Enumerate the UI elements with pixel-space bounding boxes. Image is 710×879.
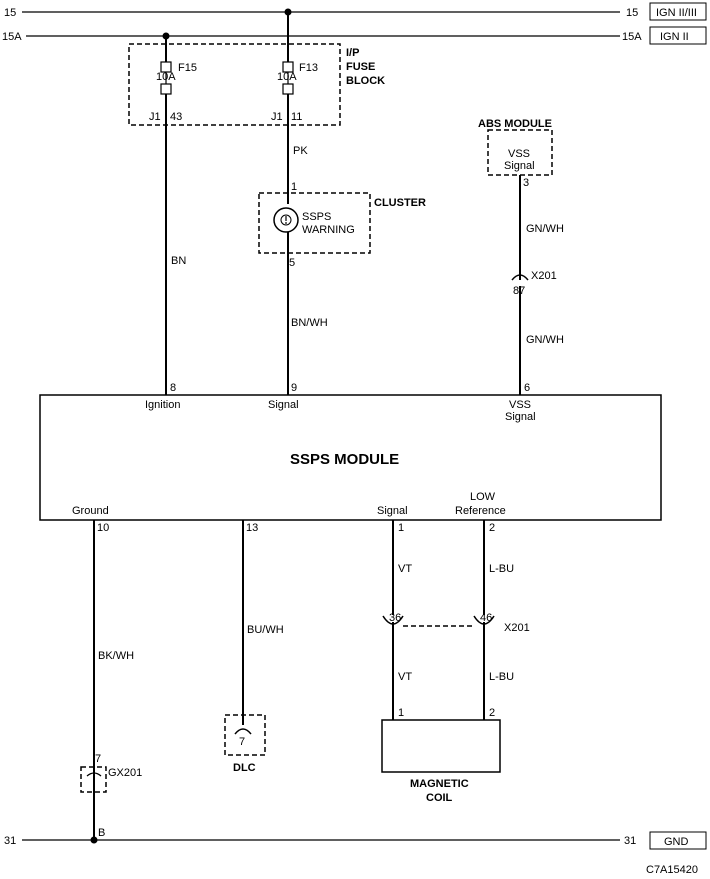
x201-lower-name: X201 [504, 622, 530, 634]
connector-x201-lower: 36 46 X201 [382, 612, 530, 634]
rail-15-left-label: 15 [4, 7, 16, 19]
wire-l-bu-upper-label: L-BU [489, 563, 514, 575]
fuse-block-title-2: FUSE [346, 61, 375, 73]
fuse-f13-rating: 10A [277, 71, 297, 83]
figure-code: C7A15420 [646, 864, 698, 876]
rail-15a-box-label: IGN II [660, 31, 689, 43]
fuse-f13-name: F13 [299, 62, 318, 74]
module-pin-9-label: Signal [268, 399, 299, 411]
wire-vt-lower-label: VT [398, 671, 412, 683]
wire-bk-wh-label: BK/WH [98, 650, 134, 662]
ssps-module-title: SSPS MODULE [290, 451, 399, 468]
abs-module-title: ABS MODULE [478, 118, 552, 130]
rail-31-left-label: 31 [4, 835, 16, 847]
gx201-pin: 7 [95, 753, 101, 765]
wire-bk-wh: BK/WH [93, 520, 134, 840]
rail-31-ground: 31 31 GND [4, 831, 707, 850]
rail-15-box-label: IGN II/III [656, 7, 697, 19]
module-pin-2-label-2: Reference [455, 505, 506, 517]
module-pin-2: 2 [489, 522, 495, 534]
cluster: CLUSTER 1 5 SSPS WARNING [258, 181, 426, 269]
wire-vt-upper-label: VT [398, 563, 412, 575]
module-pin-1-label: Signal [377, 505, 408, 517]
module-pin-6: 6 [524, 382, 530, 394]
wire-bn-label: BN [171, 255, 186, 267]
rail-15a: 15A 15A IGN II [2, 26, 707, 45]
fuse-f15-name: F15 [178, 62, 197, 74]
wire-pk-label: PK [293, 145, 308, 157]
rail-31-box-label: GND [664, 836, 689, 848]
coil-pin-2: 2 [489, 707, 495, 719]
wire-l-bu: L-BU L-BU [483, 520, 514, 720]
module-pin-6-label-2: Signal [505, 411, 536, 423]
module-pin-9: 9 [291, 382, 297, 394]
wire-bn-wh-label: BN/WH [291, 317, 328, 329]
abs-inner-label-2: Signal [504, 160, 535, 172]
x201-lower-pin-a: 36 [389, 612, 401, 624]
module-pin-10: 10 [97, 522, 109, 534]
module-pin-1: 1 [398, 522, 404, 534]
wire-pk: PK [287, 94, 308, 204]
module-pin-2-label-1: LOW [470, 491, 496, 503]
module-pin-8-label: Ignition [145, 399, 180, 411]
x201-upper-name: X201 [531, 270, 557, 282]
cluster-title: CLUSTER [374, 197, 426, 209]
x201-upper-pin: 87 [513, 285, 525, 297]
wire-gn-wh-upper-label: GN/WH [526, 223, 564, 235]
wire-l-bu-lower-label: L-BU [489, 671, 514, 683]
gx201-splice: 7 GX201 B [80, 753, 142, 839]
module-pin-10-label: Ground [72, 505, 109, 517]
cluster-lamp-label-1: SSPS [302, 211, 331, 223]
wire-gn-wh: GN/WH GN/WH [519, 175, 564, 395]
fuse-f15-connector: J1 [149, 111, 161, 123]
wire-bn: BN [165, 94, 186, 395]
fuse-f13: F13 10A J1 11 [271, 12, 318, 123]
fuse-f13-pin: 11 [291, 111, 302, 123]
fuse-block-title-1: I/P [346, 47, 359, 59]
wire-gn-wh-lower-label: GN/WH [526, 334, 564, 346]
wire-vt: VT VT [392, 520, 412, 720]
abs-pin: 3 [523, 177, 529, 189]
coil-pin-1: 1 [398, 707, 404, 719]
dlc-pin: 7 [239, 736, 245, 748]
fuse-f13-connector: J1 [271, 111, 283, 123]
fuse-f15-rating: 10A [156, 71, 176, 83]
abs-module: ABS MODULE VSS Signal 3 [478, 118, 553, 189]
cluster-lamp-label-2: WARNING [302, 224, 355, 236]
ip-fuse-block: I/P FUSE BLOCK [128, 43, 385, 126]
magnetic-coil: 1 2 MAGNETIC COIL [381, 707, 501, 804]
connector-x201-upper: X201 87 [511, 270, 557, 297]
wire-bn-wh: BN/WH [287, 232, 328, 395]
coil-title-1: MAGNETIC [410, 778, 469, 790]
rail-15-right-label: 15 [626, 7, 638, 19]
coil-title-2: COIL [426, 792, 453, 804]
dlc-title: DLC [233, 762, 256, 774]
rail-15a-left-label: 15A [2, 31, 22, 43]
x201-lower-pin-b: 46 [480, 612, 492, 624]
abs-inner-label-1: VSS [508, 148, 530, 160]
module-pin-6-label-1: VSS [509, 399, 531, 411]
module-pin-8: 8 [170, 382, 176, 394]
cluster-pin-in: 1 [291, 181, 297, 193]
module-pin-13: 13 [246, 522, 258, 534]
fuse-f15-pin: 43 [170, 111, 182, 123]
gx201-ground-pin: B [98, 827, 105, 839]
rail-31-right-label: 31 [624, 835, 636, 847]
rail-15a-right-label: 15A [622, 31, 642, 43]
fuse-f15: F15 10A J1 43 [149, 36, 197, 123]
wire-bu-wh-label: BU/WH [247, 624, 284, 636]
ssps-module: SSPS MODULE 8 Ignition 9 Signal 6 VSS Si… [39, 382, 662, 534]
dlc: 7 DLC [224, 714, 266, 774]
gx201-name: GX201 [108, 767, 142, 779]
fuse-block-title-3: BLOCK [346, 75, 385, 87]
wire-bu-wh: BU/WH [242, 520, 284, 725]
rail-15: 15 15 IGN II/III [4, 2, 707, 21]
cluster-pin-out: 5 [289, 257, 295, 269]
